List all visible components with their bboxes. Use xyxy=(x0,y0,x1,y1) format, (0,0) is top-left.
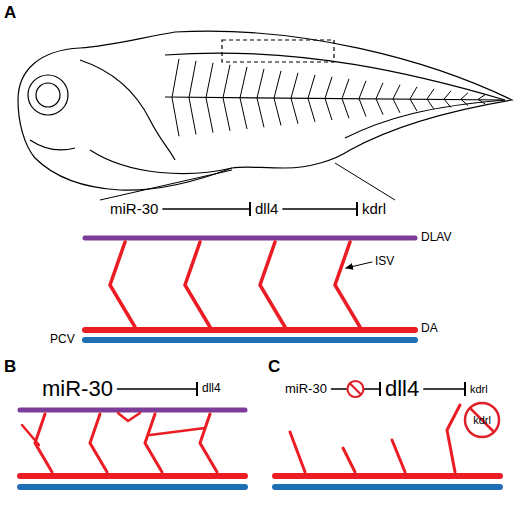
inhibition-connector xyxy=(423,388,465,390)
isv-vessel xyxy=(335,242,360,327)
prohibition-slash xyxy=(470,408,494,432)
gene-name: miR-30 xyxy=(285,381,327,396)
blocked-gene-circle: kdrl xyxy=(462,400,502,440)
panel-letter: C xyxy=(268,358,280,377)
panel-b-vessels xyxy=(20,410,245,487)
isv-branch xyxy=(150,428,205,435)
somite-chevron xyxy=(291,73,298,124)
isv-pointer xyxy=(346,262,372,268)
vessel-label: PCV xyxy=(50,333,75,346)
isv-branch xyxy=(118,413,140,421)
zebrafish-outline xyxy=(18,31,512,190)
gene-label: kdrl xyxy=(470,383,488,395)
isv-branch xyxy=(22,425,39,445)
gene-label: dll4 xyxy=(202,382,221,395)
pcv-vessel xyxy=(275,484,500,490)
vessel-label: DLAV xyxy=(421,231,451,244)
da-vessel xyxy=(85,327,415,333)
gene-label: miR-30 xyxy=(285,382,327,396)
somite-chevron xyxy=(325,77,332,120)
isv-vessel xyxy=(90,414,107,472)
gene-label: miR-30 xyxy=(110,201,158,218)
vessel-label: DA xyxy=(421,322,438,335)
panel-letter: B xyxy=(4,358,16,377)
gene-name: dll4 xyxy=(385,376,419,401)
somite-chevron xyxy=(393,85,400,113)
zoom-line xyxy=(335,163,395,200)
gene-label: dll4 xyxy=(385,377,419,401)
dlav-vessel xyxy=(20,408,245,413)
gene-name: kdrl xyxy=(362,200,386,217)
isv-vessel xyxy=(260,242,285,327)
gene-label: dll4 xyxy=(255,201,278,218)
somite-chevron xyxy=(359,81,366,117)
decoration-layer xyxy=(347,381,363,397)
eye-outer xyxy=(28,75,68,115)
somite-chevron xyxy=(257,69,264,127)
isv-vessel xyxy=(185,242,210,327)
dlav-vessel xyxy=(85,236,415,241)
somite-chevron xyxy=(189,61,196,135)
prohibition-slash xyxy=(350,383,361,394)
gene-name: dll4 xyxy=(202,381,221,395)
isv-vessel xyxy=(110,242,135,327)
pcv-vessel xyxy=(20,484,245,490)
somite-chevrons xyxy=(172,59,485,136)
head-line xyxy=(80,60,175,160)
jaw-line xyxy=(30,140,75,150)
somite-chevron xyxy=(240,67,247,129)
prohibition-ring xyxy=(465,403,499,437)
prohibition-ring xyxy=(347,381,363,397)
panel-letter: A xyxy=(4,4,16,23)
inhibition-connector xyxy=(117,388,197,390)
da-vessel xyxy=(275,473,500,479)
somite-chevron xyxy=(461,93,468,106)
fin-fold xyxy=(165,53,505,138)
somite-chevron xyxy=(223,65,230,131)
somite-chevron xyxy=(376,83,383,115)
yolk-line xyxy=(90,150,232,174)
pcv-vessel xyxy=(85,337,415,343)
gene-name: dll4 xyxy=(255,200,278,217)
fish-body xyxy=(18,31,512,190)
gene-name: miR-30 xyxy=(42,376,113,401)
somite-chevron xyxy=(427,89,434,109)
isv-vessel xyxy=(200,414,217,472)
eye-inner xyxy=(36,83,60,107)
isv-vessel xyxy=(145,414,162,472)
trunk-midline xyxy=(165,97,505,100)
somite-chevron xyxy=(342,79,349,118)
connector-layer xyxy=(117,209,465,389)
isv-stub xyxy=(343,448,355,472)
isv-stub xyxy=(447,405,460,472)
somite-chevron xyxy=(444,91,451,108)
gene-name: miR-30 xyxy=(110,200,158,217)
isv-stub xyxy=(290,432,305,472)
somite-chevron xyxy=(478,95,485,104)
inhibition-connector xyxy=(162,208,250,210)
inhibition-connector xyxy=(282,208,357,210)
da-vessel xyxy=(20,473,245,479)
gene-name: kdrl xyxy=(470,383,488,395)
vessel-label: ISV xyxy=(375,255,394,268)
somite-chevron xyxy=(206,63,213,133)
somite-chevron xyxy=(274,71,281,126)
somite-chevron xyxy=(308,75,315,122)
gene-name: kdrl xyxy=(473,414,491,426)
zoom-box xyxy=(222,40,334,62)
somite-chevron xyxy=(172,59,179,136)
gene-label: miR-30 xyxy=(42,377,113,401)
zoom-line xyxy=(100,170,232,200)
panel-a-vessels xyxy=(85,238,415,340)
somite-chevron xyxy=(410,87,417,111)
gene-label: kdrl xyxy=(362,201,386,218)
isv-stub xyxy=(392,440,405,472)
